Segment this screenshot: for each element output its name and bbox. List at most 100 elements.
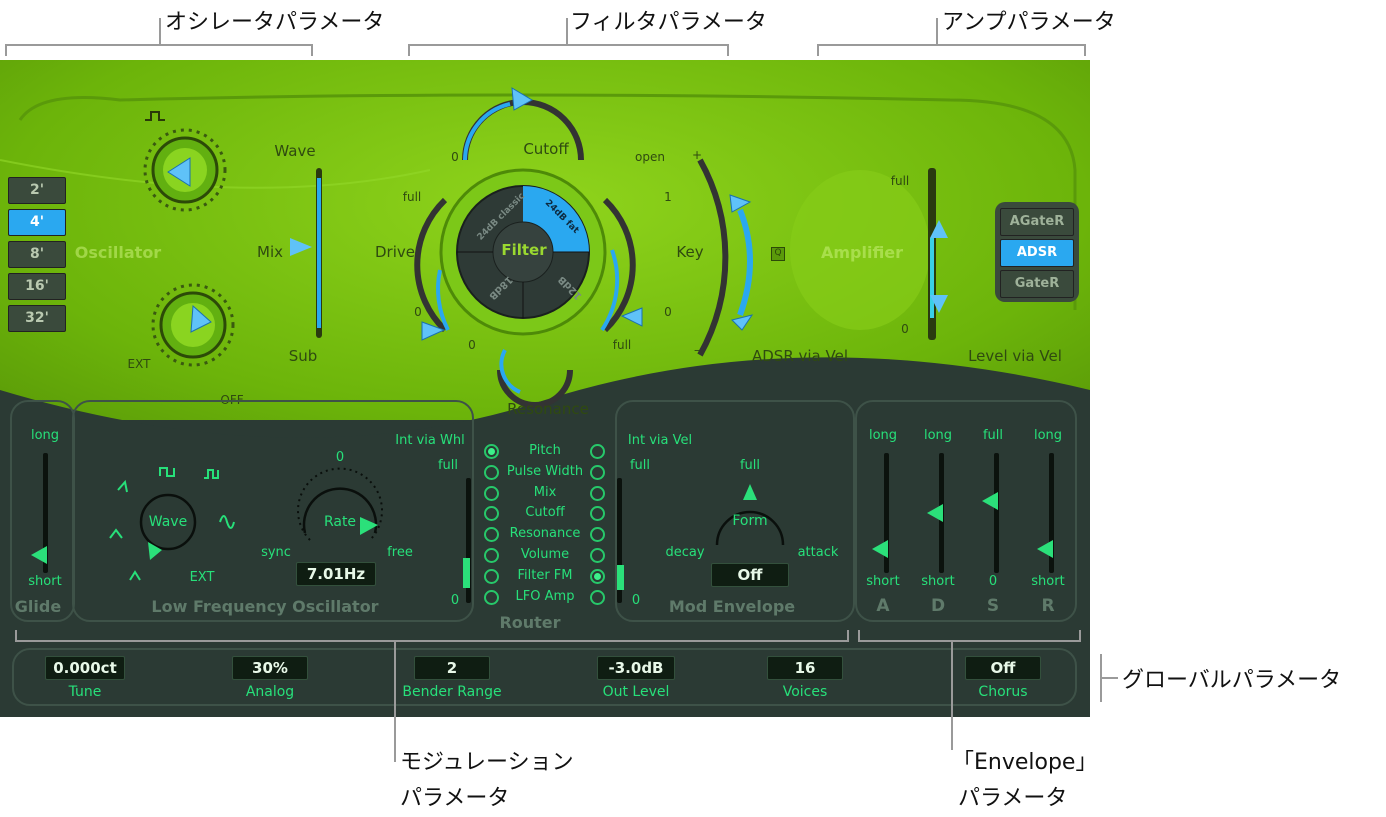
router-right-radio[interactable] [590, 464, 605, 480]
bracket-stem [951, 640, 953, 750]
osc-sub-knob[interactable] [125, 270, 265, 400]
global-out-level-label: Out Level [602, 684, 670, 700]
bracket-tick [817, 44, 819, 56]
int-via-vel-label: Int via Vel [627, 433, 693, 448]
global-chorus-value[interactable]: Off [965, 656, 1041, 680]
router-left-radio[interactable] [484, 589, 499, 605]
callout-amp: アンプパラメータ [942, 10, 1116, 35]
bracket-stem [159, 18, 161, 45]
adsr-vel-plus: + [691, 148, 703, 162]
env-s-slider-track[interactable] [994, 453, 999, 573]
int-via-whl-slider[interactable] [466, 478, 471, 603]
router-left-radio[interactable] [484, 568, 499, 584]
key-max: 1 [664, 190, 672, 204]
router-right-radio[interactable] [590, 548, 605, 563]
router-item: Filter FM [517, 567, 573, 583]
global-voices-label: Voices [782, 684, 828, 700]
router-left-radio[interactable] [484, 548, 499, 563]
oscillator-title: Oscillator [74, 243, 162, 262]
router-right-radio[interactable] [590, 589, 605, 605]
env-A-max: long [868, 428, 898, 443]
lfo-rate-value[interactable]: 7.01Hz [296, 562, 376, 586]
bracket-tick [311, 44, 313, 56]
env-s-slider-thumb[interactable] [982, 491, 998, 510]
level-via-vel-label: Level via Vel [968, 347, 1062, 365]
mix-slider-thumb[interactable] [290, 238, 312, 256]
callout-modulation-2: パラメータ [400, 786, 510, 811]
router-left-radio[interactable] [484, 527, 499, 543]
router-item: Pulse Width [506, 463, 584, 479]
res-min: 0 [468, 338, 476, 352]
router-right-radio[interactable] [590, 506, 605, 522]
mod-envelope-panel [615, 400, 855, 622]
mix-slider-track[interactable] [316, 168, 322, 338]
filter-center-button[interactable]: Filter [501, 241, 547, 259]
form-knob[interactable] [705, 480, 795, 560]
octave-button-3[interactable]: 16' [8, 273, 66, 300]
env-r-slider-track[interactable] [1049, 453, 1054, 573]
int-via-vel-range[interactable] [617, 565, 624, 590]
router-left-radio[interactable] [484, 464, 499, 480]
amp-mode-adsr[interactable]: ADSR [1000, 239, 1074, 267]
env-a-slider-track[interactable] [884, 453, 889, 573]
octave-button-1[interactable]: 4' [8, 209, 66, 236]
env-D-max: long [923, 428, 953, 443]
int-via-vel-slider[interactable] [617, 478, 622, 603]
mod-envelope-value[interactable]: Off [711, 563, 789, 587]
global-bender-range-value[interactable]: 2 [414, 656, 490, 680]
callout-filter: フィルタパラメータ [570, 10, 767, 35]
env-r-slider-thumb[interactable] [1037, 540, 1053, 559]
router-item: Pitch [529, 443, 561, 458]
router-left-radio[interactable] [484, 444, 499, 459]
callout-global: グローバルパラメータ [1122, 668, 1342, 693]
router-left-radio[interactable] [484, 506, 499, 522]
env-a-slider-thumb[interactable] [872, 540, 888, 559]
rate-label: Rate [323, 514, 357, 530]
glide-slider-thumb[interactable] [31, 545, 47, 564]
level-via-vel-thumb-bottom[interactable] [930, 295, 948, 313]
octave-button-4[interactable]: 32' [8, 305, 66, 332]
adsr-via-vel-slider[interactable] [690, 150, 790, 370]
bracket-tick [5, 44, 7, 56]
int-vel-max: full [629, 458, 651, 473]
panel-shapes [0, 93, 1090, 440]
lfo-wave-knob[interactable] [100, 450, 260, 590]
router-left-radio[interactable] [484, 485, 499, 501]
int-vel-min: 0 [631, 593, 641, 608]
octave-button-2[interactable]: 8' [8, 241, 66, 268]
global-voices-value[interactable]: 16 [767, 656, 843, 680]
router-item: Volume [520, 547, 570, 562]
drive-max: full [402, 190, 422, 204]
adsr-vel-q-button[interactable]: Q [771, 247, 785, 261]
amp-mode-agater[interactable]: AGateR [1000, 208, 1074, 236]
octave-button-0[interactable]: 2' [8, 177, 66, 204]
amp-mode-gater[interactable]: GateR [1000, 270, 1074, 298]
glide-slider-track[interactable] [43, 453, 48, 573]
form-decay: decay [665, 545, 705, 560]
cutoff-label: Cutoff [523, 140, 569, 158]
form-label: Form [732, 513, 768, 529]
osc-sub-label: Sub [288, 347, 318, 365]
global-out-level-value[interactable]: -3.0dB [597, 656, 675, 680]
router-right-radio[interactable] [590, 485, 605, 501]
bracket-stem [566, 18, 568, 45]
global-tune-value[interactable]: 0.000ct [45, 656, 125, 680]
osc-wave-knob[interactable] [120, 110, 260, 250]
callout-oscillator: オシレータパラメータ [165, 10, 385, 35]
osc-mix-label: Mix [257, 243, 283, 261]
router-right-radio[interactable] [590, 444, 605, 459]
global-analog-value[interactable]: 30% [232, 656, 308, 680]
lfo-rate-knob[interactable] [290, 465, 390, 545]
router-right-radio[interactable] [590, 568, 605, 584]
int-via-whl-range[interactable] [463, 558, 470, 588]
es1-synth-plugin: Wave Mix Sub Oscillator EXT OFF Filter 2… [0, 60, 1090, 717]
router-right-radio[interactable] [590, 527, 605, 543]
adsr-via-vel-label: ADSR via Vel [751, 347, 849, 365]
env-d-slider-thumb[interactable] [927, 504, 943, 522]
level-via-vel-thumb-top[interactable] [930, 220, 948, 238]
form-max: full [739, 458, 761, 473]
envelope-panel [855, 400, 1077, 622]
level-via-vel-slider[interactable] [928, 168, 936, 340]
bracket-amp [817, 44, 1086, 46]
glide-panel [10, 400, 75, 622]
